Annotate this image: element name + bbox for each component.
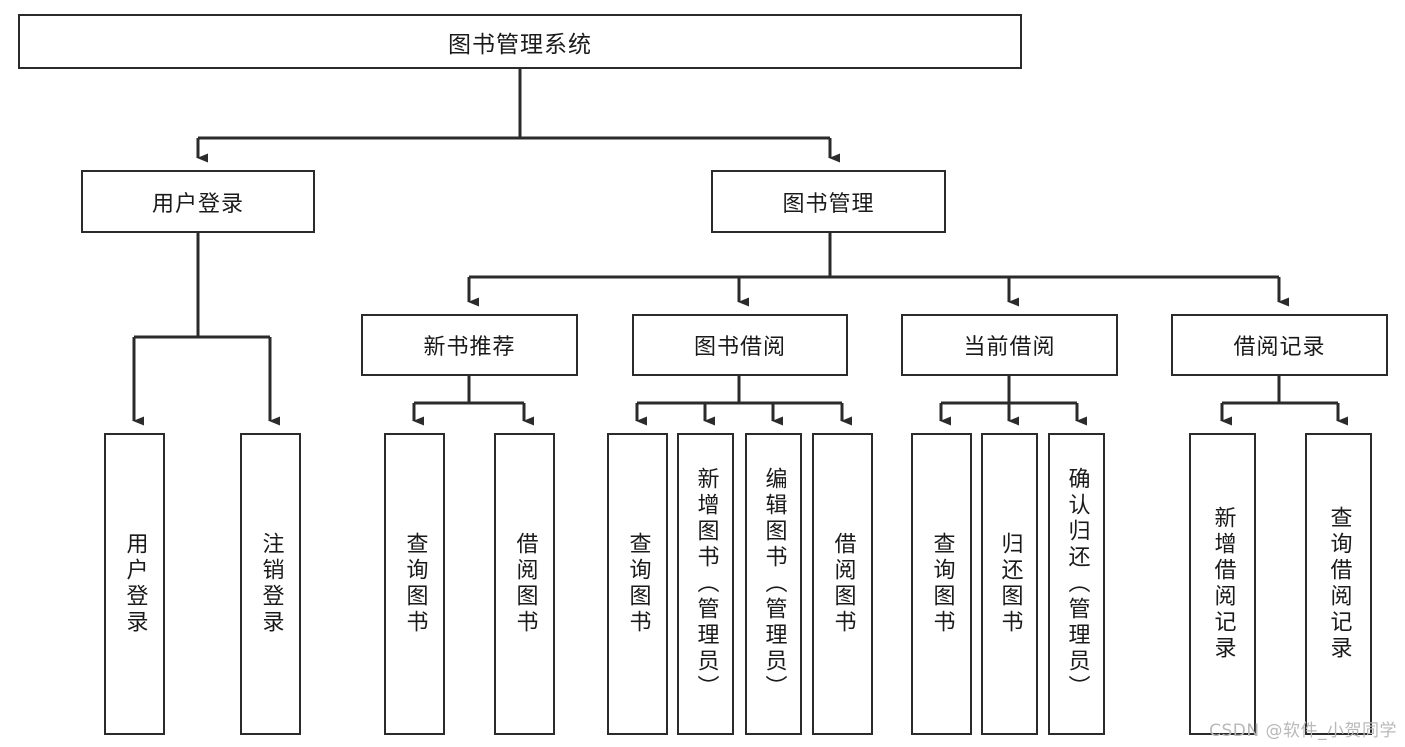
leaf-add-book[interactable]: 新增图书（管理员） [677,433,734,735]
leaf-query-book-3[interactable]: 查询图书 [911,433,972,735]
node-current-borrow[interactable]: 当前借阅 [901,314,1118,376]
node-borrow-record[interactable]: 借阅记录 [1171,314,1388,376]
leaf-confirm-return[interactable]: 确认归还（管理员） [1048,433,1105,735]
leaf-return-book[interactable]: 归还图书 [981,433,1038,735]
leaf-query-record[interactable]: 查询借阅记录 [1305,433,1372,735]
leaf-edit-book[interactable]: 编辑图书（管理员） [745,433,802,735]
node-user-login[interactable]: 用户登录 [81,170,315,233]
leaf-logout-login[interactable]: 注销登录 [240,433,301,735]
leaf-query-book-1[interactable]: 查询图书 [384,433,445,735]
leaf-query-book-2[interactable]: 查询图书 [607,433,668,735]
leaf-add-record[interactable]: 新增借阅记录 [1189,433,1256,735]
node-book-manage[interactable]: 图书管理 [711,170,946,233]
node-root[interactable]: 图书管理系统 [18,14,1022,69]
leaf-user-login[interactable]: 用户登录 [104,433,165,735]
leaf-borrow-book-1[interactable]: 借阅图书 [494,433,555,735]
node-book-borrow[interactable]: 图书借阅 [632,314,848,376]
node-new-book-recommend[interactable]: 新书推荐 [361,314,578,376]
leaf-borrow-book-2[interactable]: 借阅图书 [812,433,873,735]
